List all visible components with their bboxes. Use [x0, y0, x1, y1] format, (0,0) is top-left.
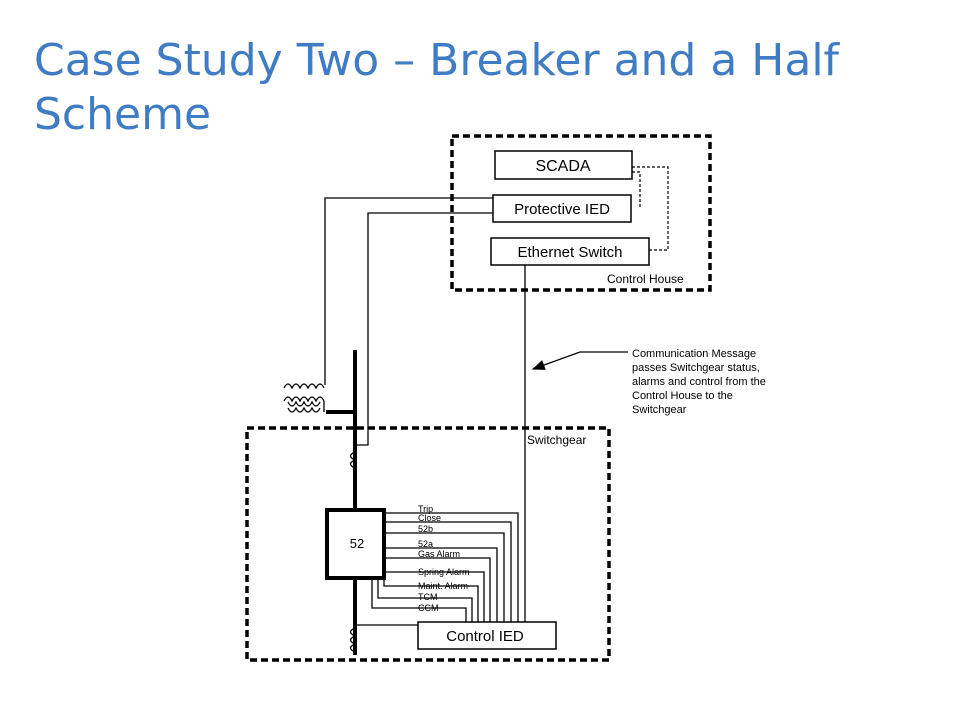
signal-label-trip: Trip: [418, 504, 433, 514]
control-ied-label: Control IED: [446, 628, 524, 645]
signal-label-52b: 52b: [418, 524, 433, 534]
protective-ied-label: Protective IED: [514, 201, 610, 218]
annotation-line: Communication Message: [632, 348, 756, 360]
signal-label-maint-alarm: Maint. Alarm: [418, 581, 468, 591]
annotation-line: Switchgear: [632, 404, 687, 416]
protective-ied-box: [492, 194, 632, 223]
ethernet-switch-box: [490, 237, 650, 266]
signal-label-close: Close: [418, 513, 441, 523]
scada-switch-link: [632, 166, 669, 251]
signal-label-ccm: CCM: [418, 603, 439, 613]
switchgear-boundary: [245, 426, 611, 662]
control-house-label: Control House: [607, 272, 684, 286]
annotation-line: Control House to the: [632, 390, 733, 402]
ethernet-switch-label: Ethernet Switch: [517, 244, 622, 261]
signal-label-tcm: TCM: [418, 592, 438, 602]
signal-wires: [355, 512, 519, 626]
signal-label-spring-alarm: Spring Alarm: [418, 567, 470, 577]
signal-label-52a: 52a: [418, 539, 433, 549]
signal-label-gas-alarm: Gas Alarm: [418, 549, 460, 559]
ied-wire-outer: [324, 197, 493, 385]
switchgear-label: Switchgear: [527, 433, 586, 447]
annotation-line: passes Switchgear status,: [632, 362, 760, 374]
potential-transformer-icon: [283, 383, 325, 413]
annotation-text: Communication Message passes Switchgear …: [632, 348, 766, 416]
slide-title: Case Study Two – Breaker and a Half Sche…: [34, 35, 840, 140]
scada-box: [494, 150, 633, 180]
control-house-boundary: [450, 134, 712, 292]
annotation-line: alarms and control from the: [632, 376, 766, 388]
signal-labels: Trip Close 52b 52a Gas Alarm Spring Alar…: [418, 504, 470, 613]
annotation-leader: [531, 351, 628, 370]
current-transformer-lower-icon: [349, 627, 357, 653]
breaker-52-label: 52: [350, 536, 364, 551]
breaker-52-box: [325, 508, 386, 580]
control-ied-box: [417, 621, 557, 650]
scada-label: SCADA: [535, 158, 590, 175]
scada-ied-link: [632, 171, 641, 208]
ied-wire-inner: [355, 212, 493, 446]
current-transformer-upper-icon: [349, 451, 357, 469]
